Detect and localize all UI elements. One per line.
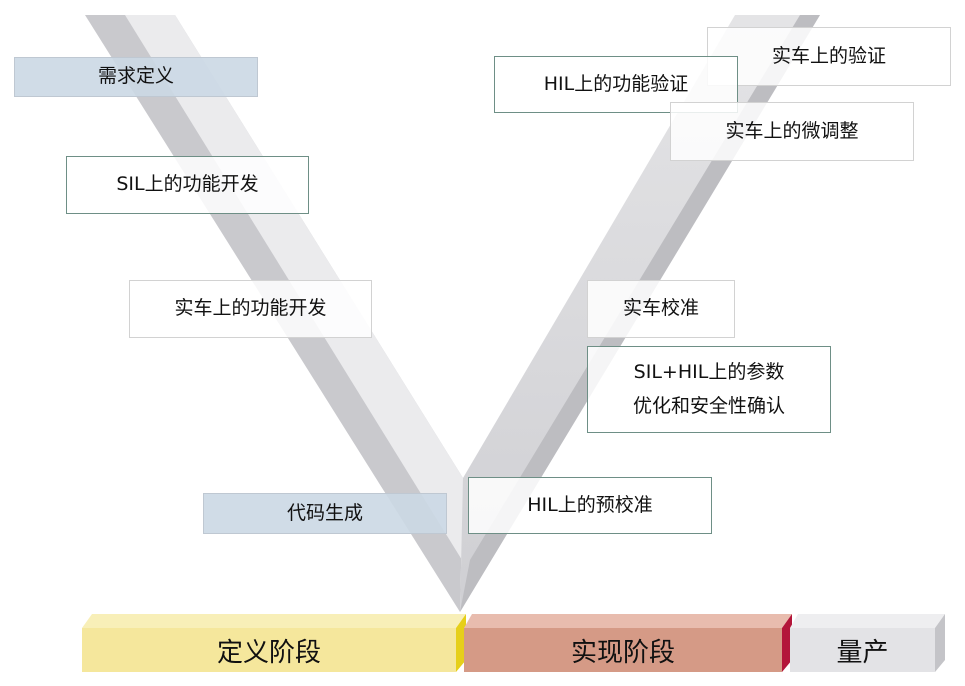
box-sil-function-development: SIL上的功能开发 xyxy=(66,156,309,214)
phase-implementation: 实现阶段 xyxy=(570,637,675,668)
phase-definition: 定义阶段 xyxy=(216,637,321,668)
box-requirements-definition: 需求定义 xyxy=(14,57,258,97)
box-line-1: SIL+HIL上的参数 xyxy=(633,361,785,384)
box-code-generation: 代码生成 xyxy=(203,493,447,534)
box-vehicle-calibration: 实车校准 xyxy=(587,280,735,338)
box-vehicle-function-development: 实车上的功能开发 xyxy=(129,280,372,338)
box-hil-pre-calibration: HIL上的预校准 xyxy=(468,477,712,534)
box-vehicle-fine-tuning: 实车上的微调整 xyxy=(670,102,914,161)
box-vehicle-verification: 实车上的验证 xyxy=(707,27,951,86)
phase-production: 量产 xyxy=(836,637,889,668)
box-line-2: 优化和安全性确认 xyxy=(632,394,785,417)
box-sil-hil-optimization: SIL+HIL上的参数 优化和安全性确认 xyxy=(587,346,831,433)
